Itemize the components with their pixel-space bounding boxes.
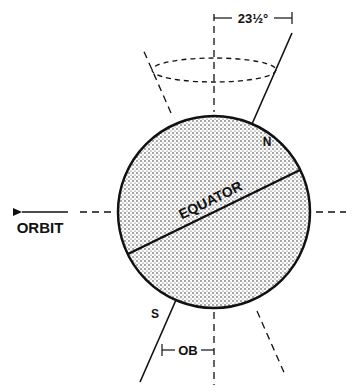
- orbit-plane: [80, 211, 114, 212]
- equator-line: [128, 170, 300, 254]
- dimension-line: [162, 349, 175, 350]
- equator-label: EQUATOR: [176, 179, 244, 222]
- dimension-line: [274, 17, 292, 18]
- orbit-label: ORBIT: [17, 220, 64, 235]
- globe: [118, 116, 310, 308]
- vertical-reference: [213, 14, 214, 112]
- precession-line: [142, 47, 171, 113]
- orbit-arrow: [22, 211, 68, 213]
- pole-label: N: [263, 136, 272, 148]
- dimension-tick: [291, 12, 292, 24]
- pole-label: S: [151, 308, 159, 320]
- dimension-label: OB: [178, 344, 198, 357]
- dimension-line: [214, 17, 232, 18]
- orbit-plane: [316, 211, 346, 212]
- precession-line: [257, 311, 286, 377]
- angle-label: 23½°: [238, 12, 269, 25]
- dimension-line: [201, 349, 214, 350]
- vertical-reference: [213, 312, 214, 385]
- axis-south: [140, 300, 176, 382]
- precession-ellipse: [152, 58, 276, 82]
- dimension-tick: [161, 344, 162, 356]
